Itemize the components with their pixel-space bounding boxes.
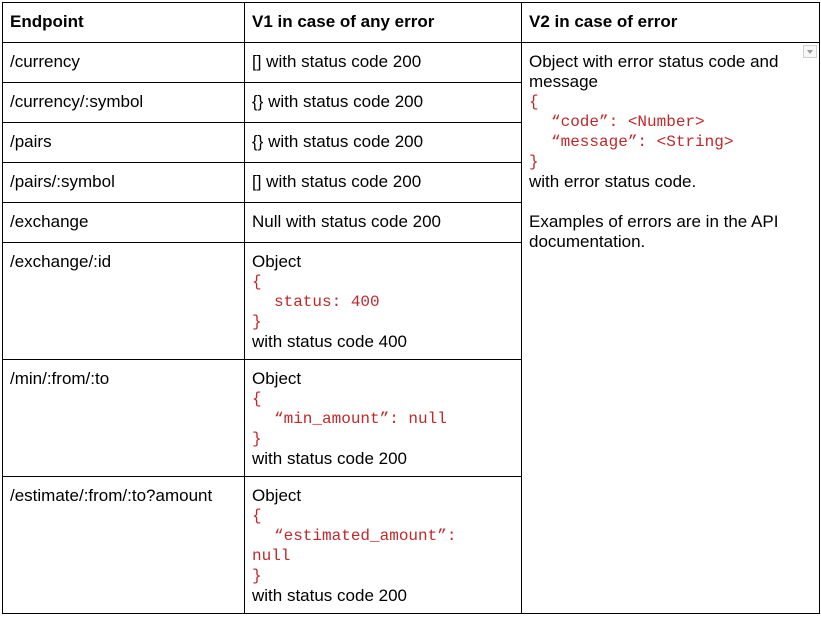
v1-cell: [] with status code 200 [244, 162, 522, 203]
v1-code-line: status: 400 [274, 293, 380, 311]
v1-code-open: { [252, 507, 262, 525]
v1-object-label: Object [252, 369, 302, 388]
v2-status-text: with error status code. [529, 172, 697, 191]
table-header-row: Endpoint V1 in case of any error V2 in c… [2, 2, 820, 43]
v2-code-open: { [529, 93, 539, 111]
v2-cell: Object with error status code and messag… [521, 42, 820, 614]
endpoint-cell: /currency/:symbol [2, 82, 245, 123]
endpoint-cell: /min/:from/:to [2, 359, 245, 477]
v1-code-close: } [252, 313, 262, 331]
table-row: /currency [] with status code 200 Object… [2, 42, 820, 614]
v1-code-line1: “estimated_amount”: [274, 527, 457, 545]
v1-cell: Object { status: 400 } with status code … [244, 242, 522, 360]
v1-cell: Null with status code 200 [244, 202, 522, 243]
table-row: /pairs/:symbol [] with status code 200 [2, 162, 820, 203]
v1-code-close: } [252, 430, 262, 448]
v1-cell: [] with status code 200 [244, 42, 522, 83]
table-row: /exchange/:id Object { status: 400 } wit… [2, 242, 820, 360]
v2-intro-line1: Object with error status code and [529, 52, 779, 71]
v2-code-line1: “code”: <Number> [551, 113, 705, 131]
endpoint-cell: /exchange/:id [2, 242, 245, 360]
v1-status-text: with status code 200 [252, 586, 407, 605]
endpoint-cell: /pairs/:symbol [2, 162, 245, 203]
endpoint-cell: /currency [2, 42, 245, 83]
endpoint-cell: /estimate/:from/:to?amount [2, 476, 245, 614]
v2-spacer [529, 192, 812, 212]
v1-cell: Object { “estimated_amount”: null } with… [244, 476, 522, 614]
v1-cell: Object { “min_amount”: null } with statu… [244, 359, 522, 477]
v1-code-open: { [252, 273, 262, 291]
v2-code-line2: “message”: <String> [551, 133, 734, 151]
endpoint-cell: /pairs [2, 122, 245, 163]
v2-intro-line2: message [529, 72, 598, 91]
header-v2: V2 in case of error [521, 2, 820, 43]
table-row: /estimate/:from/:to?amount Object { “est… [2, 476, 820, 614]
v2-examples-line1: Examples of errors are in the API [529, 212, 779, 231]
v2-code-close: } [529, 153, 539, 171]
v1-status-text: with status code 400 [252, 332, 407, 351]
v1-status-text: with status code 200 [252, 449, 407, 468]
v1-code-open: { [252, 390, 262, 408]
table-row: /min/:from/:to Object { “min_amount”: nu… [2, 359, 820, 477]
table-row: /pairs {} with status code 200 [2, 122, 820, 163]
table-row: /currency/:symbol {} with status code 20… [2, 82, 820, 123]
header-v1: V1 in case of any error [244, 2, 522, 43]
v1-code-close: } [252, 567, 262, 585]
v1-object-label: Object [252, 486, 302, 505]
v1-object-label: Object [252, 252, 302, 271]
v1-cell: {} with status code 200 [244, 122, 522, 163]
v1-code-line2: null [252, 547, 291, 565]
table-row: /exchange Null with status code 200 [2, 202, 820, 243]
v1-code-line: “min_amount”: null [274, 410, 447, 428]
v1-cell: {} with status code 200 [244, 82, 522, 123]
chevron-down-icon[interactable] [803, 45, 817, 58]
endpoint-cell: /exchange [2, 202, 245, 243]
v2-examples-line2: documentation. [529, 232, 646, 251]
endpoint-error-table: Endpoint V1 in case of any error V2 in c… [2, 2, 820, 614]
header-endpoint: Endpoint [2, 2, 245, 43]
